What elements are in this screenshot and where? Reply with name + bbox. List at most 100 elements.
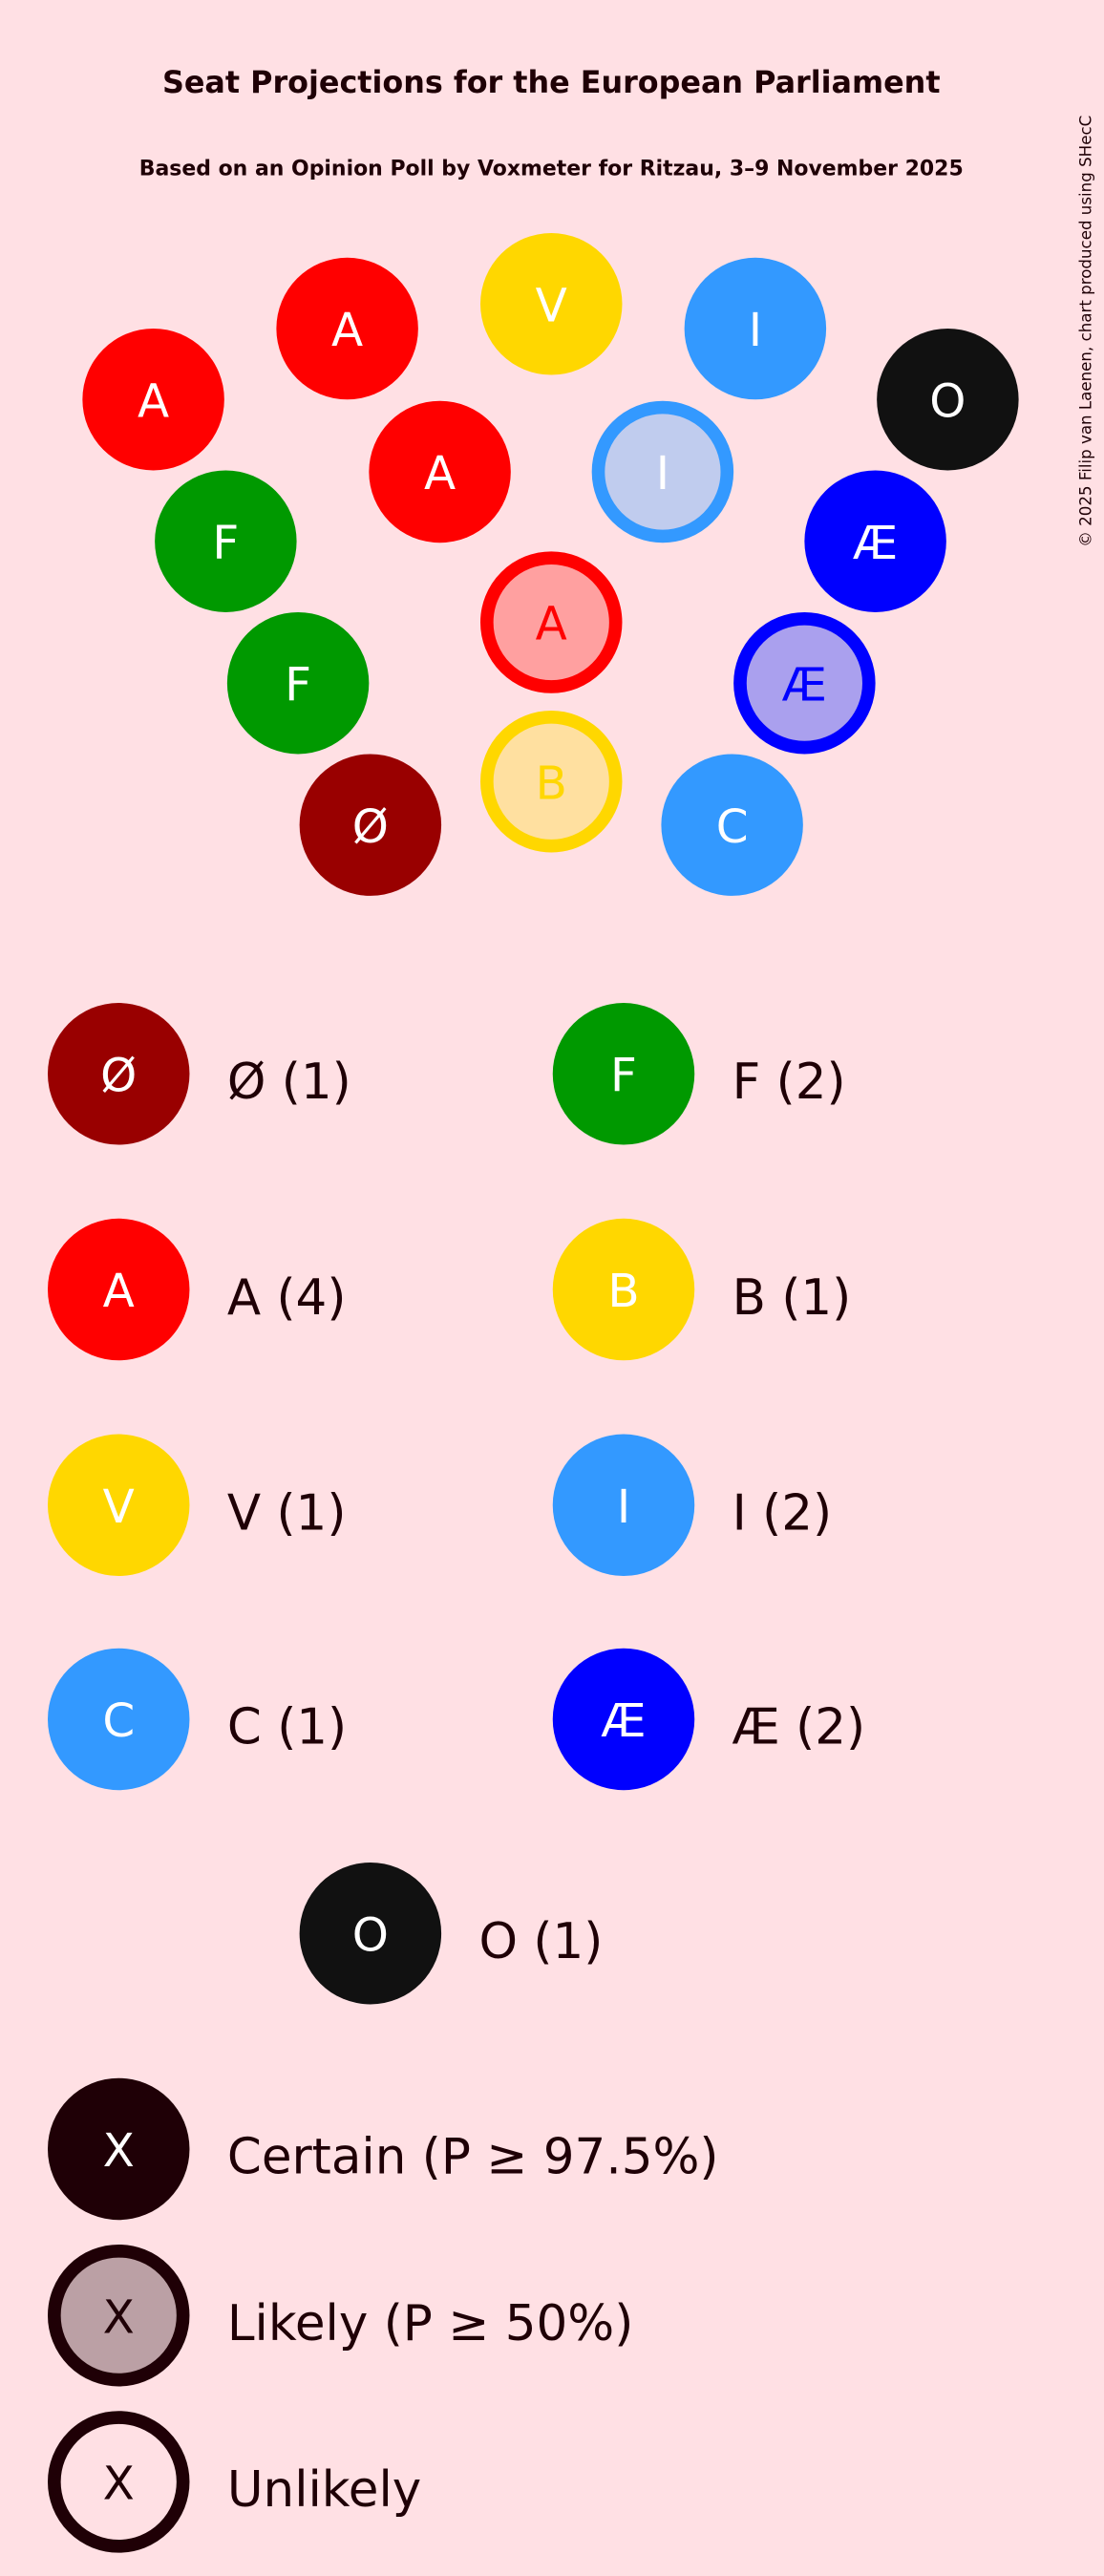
legend-swatch-circle xyxy=(47,1218,190,1361)
seat-C-label: C xyxy=(716,800,749,854)
legend-swatch-circle xyxy=(552,1003,695,1145)
legend-swatch-circle xyxy=(552,1648,695,1791)
seat-A-label: A xyxy=(536,598,567,651)
seat-Æ-label: Æ xyxy=(782,658,827,712)
status-swatch-circle xyxy=(47,2077,190,2221)
legend-swatch: I xyxy=(552,1434,695,1576)
seat-I-label: I xyxy=(749,304,762,357)
seat-O-label: O xyxy=(929,374,966,428)
seat-F-label: F xyxy=(212,517,239,570)
seat-B-label: B xyxy=(536,756,567,810)
seat-O: O xyxy=(877,329,1019,471)
status-swatch: X xyxy=(47,2411,190,2553)
legend-swatch: A xyxy=(47,1218,190,1361)
legend-label: O (1) xyxy=(478,1913,603,1970)
status-swatch: X xyxy=(47,2244,190,2387)
seat-B-circle xyxy=(480,710,623,853)
legend-label: Æ (2) xyxy=(732,1699,866,1756)
seat-A: A xyxy=(276,257,418,400)
seat-A: A xyxy=(369,400,511,543)
status-legend-certain: X Certain (P ≥ 97.5%) xyxy=(47,2077,719,2221)
legend-swatch-circle xyxy=(552,1434,695,1576)
seat-V-circle xyxy=(480,233,623,375)
legend-swatch-label: C xyxy=(102,1694,135,1748)
seat-A-circle xyxy=(276,257,418,400)
seat-A-circle xyxy=(82,329,224,471)
seat-V-label: V xyxy=(536,279,567,332)
seat-F-label: F xyxy=(285,658,311,712)
legend-swatch: F xyxy=(552,1003,695,1145)
legend-item-O: O O (1) xyxy=(299,1862,603,2005)
legend-item-C: C C (1) xyxy=(47,1648,347,1791)
seat-A-label: A xyxy=(138,374,169,428)
legend-swatch-circle xyxy=(47,1648,190,1791)
seat-Ø-label: Ø xyxy=(352,800,389,854)
seat-A-label: A xyxy=(331,304,363,357)
legend-label: B (1) xyxy=(732,1269,852,1327)
seat-I: I xyxy=(591,400,734,543)
seat-A-circle xyxy=(369,400,511,543)
legend-swatch-label: I xyxy=(617,1480,630,1534)
seat-B: B xyxy=(480,710,623,853)
seat-I: I xyxy=(684,257,827,400)
status-legend: X Certain (P ≥ 97.5%) X Likely (P ≥ 50%) X Un… xyxy=(47,2077,719,2553)
status-label: Unlikely xyxy=(227,2461,421,2519)
seat-A-circle xyxy=(480,551,623,693)
seat-Ø-circle xyxy=(299,754,442,896)
legend-swatch-circle xyxy=(299,1862,442,2005)
seat-C-circle xyxy=(661,754,803,896)
legend-item-F: F F (2) xyxy=(552,1003,846,1145)
status-legend-likely: X Likely (P ≥ 50%) xyxy=(47,2244,633,2387)
status-swatch-label: X xyxy=(103,2290,135,2344)
legend-label: I (2) xyxy=(732,1485,833,1543)
legend-swatch: Ø xyxy=(47,1003,190,1145)
seat-A-label: A xyxy=(424,447,456,500)
legend-label: F (2) xyxy=(732,1054,846,1111)
copyright: © 2025 Filip van Laenen, chart produced … xyxy=(1076,116,1094,547)
chart-title: Seat Projections for the European Parlia… xyxy=(162,64,941,100)
seat-I-label: I xyxy=(656,447,669,500)
seat-A: A xyxy=(82,329,224,471)
seat-Æ: Æ xyxy=(804,470,946,612)
status-swatch: X xyxy=(47,2077,190,2221)
legend-swatch-circle xyxy=(552,1218,695,1361)
legend-label: A (4) xyxy=(227,1269,347,1327)
legend-swatch: O xyxy=(299,1862,442,2005)
legend-swatch-label: A xyxy=(103,1265,135,1318)
chart-subtitle: Based on an Opinion Poll by Voxmeter for… xyxy=(139,157,964,181)
seat-F-circle xyxy=(155,470,297,612)
legend-swatch-circle xyxy=(47,1003,190,1145)
status-swatch-label: X xyxy=(103,2124,135,2178)
seat-F: F xyxy=(155,470,297,612)
seats-group: A A V I O A I F Æ A F Æ B Ø C xyxy=(82,233,1019,896)
legend-item-I: I I (2) xyxy=(552,1434,833,1576)
seat-I-circle xyxy=(684,257,827,400)
seat-A: A xyxy=(480,551,623,693)
status-label: Certain (P ≥ 97.5%) xyxy=(227,2129,719,2186)
seat-Æ-circle xyxy=(733,611,876,755)
seat-I-circle xyxy=(591,400,734,543)
legend-swatch: C xyxy=(47,1648,190,1791)
legend-swatch-label: V xyxy=(103,1480,135,1534)
legend-swatch-label: Ø xyxy=(100,1049,137,1102)
status-label: Likely (P ≥ 50%) xyxy=(227,2295,633,2352)
seat-Æ-label: Æ xyxy=(853,517,898,570)
legend-item-A: A A (4) xyxy=(47,1218,347,1361)
legend-swatch: V xyxy=(47,1434,190,1576)
seat-F: F xyxy=(226,611,370,755)
seat-Æ-circle xyxy=(804,470,946,612)
seat-Æ: Æ xyxy=(733,611,876,755)
seat-Ø: Ø xyxy=(299,754,442,896)
seat-V: V xyxy=(480,233,623,375)
status-legend-unlikely: X Unlikely xyxy=(47,2411,421,2553)
seat-F-circle xyxy=(226,611,370,755)
legend-swatch-label: O xyxy=(352,1908,389,1962)
legend-label: C (1) xyxy=(227,1699,347,1756)
status-swatch-label: X xyxy=(103,2458,135,2511)
seat-C: C xyxy=(661,754,803,896)
